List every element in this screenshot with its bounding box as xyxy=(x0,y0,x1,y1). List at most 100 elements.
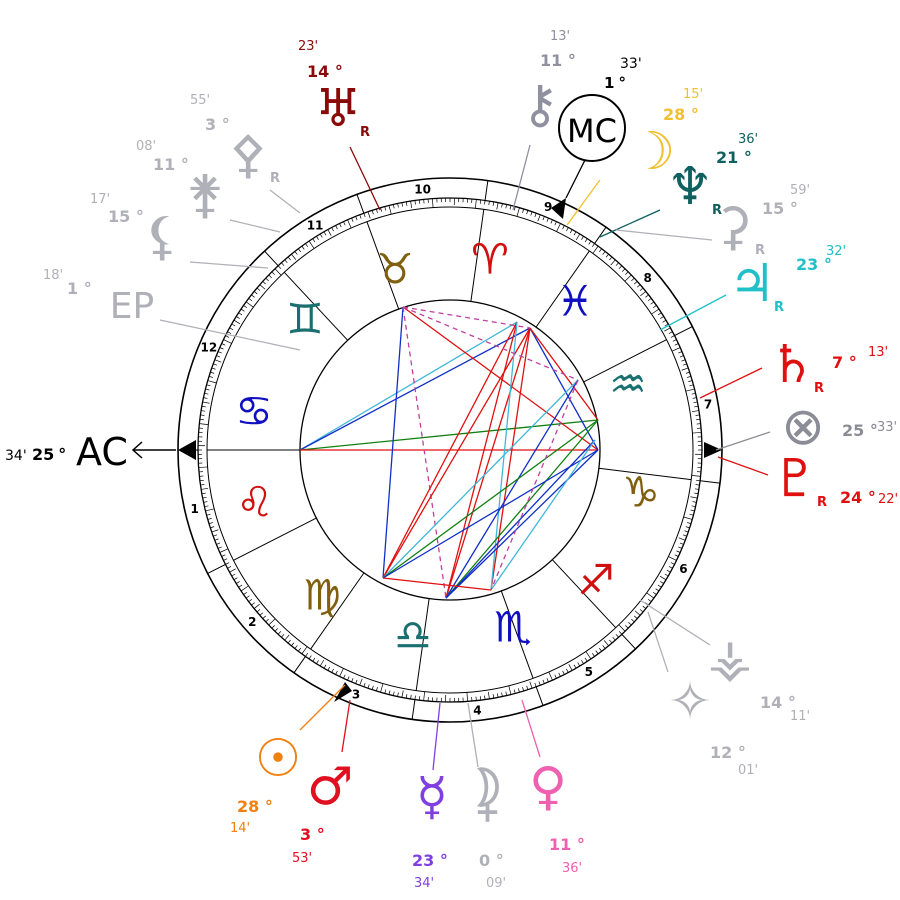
degree-tick xyxy=(371,685,374,690)
planet-leader-line xyxy=(432,702,441,771)
degree-tick xyxy=(281,262,285,266)
planet-east-point[interactable]: EP1 °18' xyxy=(43,268,301,351)
jupiter-retrograde-marker: R xyxy=(774,300,784,315)
house-number-12: 12 xyxy=(200,341,217,355)
part-of-fortune-minutes: 33' xyxy=(877,420,897,435)
planet-neptune[interactable]: ♆21 °36'R xyxy=(599,132,758,238)
vesta-icon: ⚶ xyxy=(708,629,752,689)
degree-tick xyxy=(505,204,508,209)
degree-tick xyxy=(200,414,205,416)
degree-tick xyxy=(227,331,232,334)
house-number-1: 1 xyxy=(191,502,199,516)
house-cusp-line xyxy=(470,209,485,302)
degree-tick xyxy=(294,251,298,255)
house-cusp-line xyxy=(310,572,365,650)
ceres-degrees: 15 ° xyxy=(762,199,798,218)
planet-chiron[interactable]: ⚷11 °13' xyxy=(512,29,576,211)
degree-tick xyxy=(238,584,243,588)
aspect-line xyxy=(490,439,596,591)
degree-tick xyxy=(312,238,316,243)
degree-tick xyxy=(670,335,675,338)
degree-tick xyxy=(513,206,516,211)
ic-triangle xyxy=(334,682,352,702)
uranus-minutes: 23' xyxy=(298,39,318,54)
degree-tick xyxy=(305,652,309,657)
degree-tick xyxy=(628,622,632,626)
chiron-minutes: 13' xyxy=(550,29,570,44)
planet-leader-line xyxy=(717,456,769,476)
degree-tick xyxy=(556,223,561,232)
sign-pisces-icon: ♓ xyxy=(556,277,594,326)
degree-tick xyxy=(492,201,495,206)
planet-pallas[interactable]: ⚴3 °55'R xyxy=(190,93,301,214)
degree-tick xyxy=(312,657,316,662)
degree-tick xyxy=(367,684,370,689)
planet-saturn[interactable]: ♄7 °13'R xyxy=(699,335,888,399)
aspect-line xyxy=(382,306,404,579)
planet-part-of-fortune[interactable]: ⊗25 °33' xyxy=(715,397,897,457)
saturn-icon: ♄ xyxy=(769,335,816,395)
planet-pluto[interactable]: ♇24 °22'R xyxy=(717,449,898,510)
aspect-line xyxy=(382,449,599,579)
degree-tick xyxy=(678,546,683,549)
degree-tick xyxy=(685,388,695,392)
degree-tick xyxy=(484,695,486,700)
degree-tick xyxy=(423,691,425,701)
planet-jupiter[interactable]: ♃23 °32'R xyxy=(659,244,846,331)
planet-ceres[interactable]: ⚳15 °59'R xyxy=(615,183,810,258)
degree-tick xyxy=(253,603,260,609)
degree-tick xyxy=(573,231,577,236)
degree-tick xyxy=(432,198,434,208)
planet-vesta[interactable]: ⚶14 °11' xyxy=(639,599,810,724)
house-cusp-line xyxy=(583,339,667,383)
house-cusp-line xyxy=(415,598,430,691)
planet-node[interactable]: ⯝0 °09' xyxy=(467,702,506,891)
degree-tick xyxy=(679,542,684,545)
planet-uranus[interactable]: ♅14 °23'R xyxy=(298,39,381,211)
degree-tick xyxy=(277,631,282,635)
planet-leader-line xyxy=(599,209,661,238)
degree-tick xyxy=(581,660,584,664)
planet-mars[interactable]: ♂3 °53' xyxy=(292,699,353,866)
degree-tick xyxy=(513,689,516,694)
degree-tick xyxy=(207,518,212,520)
house-number-9: 9 xyxy=(544,200,552,214)
sign-capricorn-icon: ♑ xyxy=(622,468,660,517)
degree-tick xyxy=(268,618,276,626)
planet-moon[interactable]: ☽28 °15' xyxy=(566,87,703,226)
degree-tick xyxy=(251,602,255,606)
ceres-minutes: 59' xyxy=(790,183,810,198)
saturn-minutes: 13' xyxy=(868,345,888,360)
planet-vertex[interactable]: ✧12 °01' xyxy=(647,611,758,778)
degree-tick xyxy=(405,201,408,206)
degree-tick xyxy=(529,681,533,689)
degree-tick xyxy=(201,492,206,495)
degree-tick xyxy=(319,233,323,238)
planet-mercury[interactable]: ☿23 °34' xyxy=(412,702,448,891)
degree-tick xyxy=(496,202,499,210)
degree-tick xyxy=(674,343,679,346)
degree-tick xyxy=(351,678,354,683)
ascendant-label: 34' 25° AC xyxy=(5,430,176,474)
planet-juno[interactable]: ⚵11 °08' xyxy=(136,139,281,233)
planet-venus[interactable]: ♀11 °36' xyxy=(521,699,585,876)
degree-tick xyxy=(575,233,581,241)
house-cusp-tick xyxy=(594,226,607,244)
degree-tick xyxy=(201,410,206,412)
degree-tick xyxy=(271,271,275,275)
neptune-retrograde-marker: R xyxy=(712,203,722,218)
house-cusp-tick xyxy=(264,250,279,267)
degree-tick xyxy=(678,351,683,354)
degree-tick xyxy=(401,202,404,207)
planet-lilith[interactable]: ⚸15 °17' xyxy=(90,192,269,269)
degree-tick xyxy=(284,634,290,641)
degree-tick xyxy=(301,245,305,250)
degree-tick xyxy=(690,496,698,499)
degree-tick xyxy=(207,380,217,384)
degree-tick xyxy=(277,265,282,269)
degree-tick xyxy=(240,585,249,592)
aspect-line xyxy=(382,577,492,591)
degree-tick xyxy=(217,546,222,549)
planet-sun[interactable]: ☉28 °14' xyxy=(230,684,346,836)
degree-tick xyxy=(331,227,334,232)
